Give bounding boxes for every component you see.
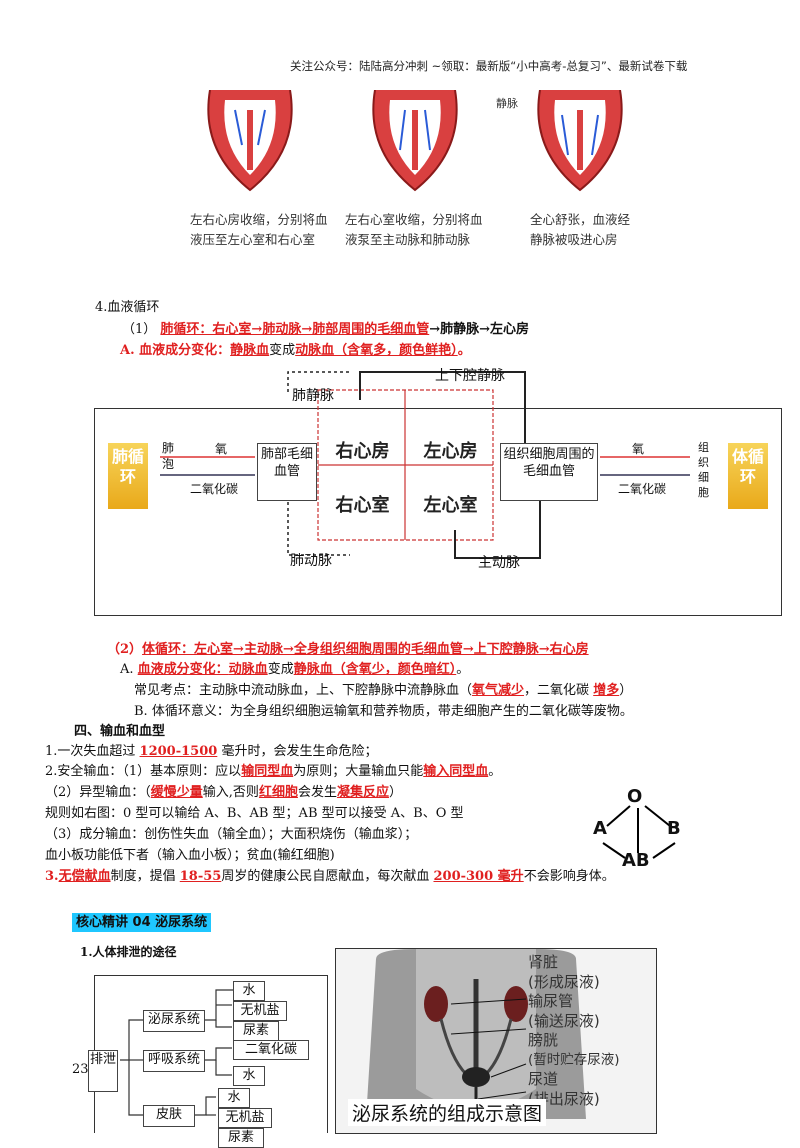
aorta-label: 主动脉	[478, 555, 520, 571]
systemic-change-line: A. 血液成分变化：动脉血变成静脉血（含氧少，颜色暗红）。	[120, 662, 470, 677]
pulmonary-badge: 肺循环	[108, 443, 148, 509]
abo-b: B	[667, 818, 681, 839]
abo-ab: AB	[622, 850, 650, 871]
tissue-capillaries-box: 组织细胞周围的毛细血管	[500, 443, 598, 501]
page-number: 23	[72, 1062, 89, 1077]
urinary-caption: 泌尿系统的组成示意图	[348, 1099, 547, 1126]
urinary-illustration: 肾脏 (形成尿液) 输尿管 (输送尿液) 膀胱 (暂时贮存尿液) 尿道 (排出尿…	[335, 948, 657, 1134]
circulation-diagram-lines	[160, 371, 690, 559]
urinary-system-box: 泌尿系统	[143, 1010, 205, 1032]
section-title: 4.血液循环	[95, 300, 160, 315]
page-header: 关注公众号：陆陆高分冲刺 ~领取：最新版“小中高考-总复习”、最新试卷下载	[290, 59, 688, 73]
pulmonary-circulation-line: （1） 肺循环：右心室→肺动脉→肺部周围的毛细血管→肺静脉→左心房	[122, 322, 530, 337]
component-line: （3）成分输血：创伤性失血（输全血）；大面积烧伤（输血浆）；	[45, 827, 418, 842]
left-ventricle: 左心室	[423, 495, 478, 516]
lung-capillaries-box: 肺部毛细血管	[257, 443, 317, 501]
alveoli-label: 肺泡	[162, 441, 175, 471]
urea-box-2: 尿素	[218, 1128, 264, 1148]
heart-3	[537, 90, 623, 192]
systemic-circulation-line: （2）体循环：左心室→主动脉→全身组织细胞周围的毛细血管→上下腔静脉→右心房	[107, 642, 589, 657]
heart-caption-2: 左右心室收缩，分别将血液泵至主动脉和肺动脉	[345, 212, 483, 247]
heart-illustrations	[207, 90, 623, 192]
co2-right-label: 二氧化碳	[618, 482, 667, 496]
platelet-line: 血小板功能低下者（输入血小板）；贫血(输红细胞)	[45, 848, 335, 863]
vein-label: 静脉	[496, 97, 518, 110]
systemic-badge: 体循环	[728, 443, 768, 509]
heart-1	[207, 90, 293, 192]
excretion-tree-lines	[120, 989, 234, 1116]
rule-line: 规则如右图：0 型可以输给 A、B、AB 型；AB 型可以接受 A、B、O 型	[45, 806, 464, 821]
blood-loss-line: 1.一次失血超过 1200-1500 毫升时，会发生生命危险；	[45, 744, 378, 759]
body-silhouette	[366, 949, 586, 1119]
pulmonary-artery-label: 肺动脉	[290, 553, 332, 569]
water-box-3: 水	[218, 1088, 250, 1108]
water-box-2: 水	[233, 1066, 265, 1086]
vena-cava-label: 上下腔静脉	[435, 368, 505, 384]
right-ventricle: 右心室	[335, 495, 390, 516]
pulmonary-change-line: A. 血液成分变化：静脉血变成动脉血（含氧多，颜色鲜艳）。	[120, 343, 471, 358]
pulmonary-vein-label: 肺静脉	[292, 388, 334, 404]
heart-2	[372, 90, 458, 192]
heterotype-line: （2）异型输血：（缓慢少量输入,否则红细胞会发生凝集反应）	[45, 785, 402, 800]
co2-left-label: 二氧化碳	[190, 482, 239, 496]
abo-a: A	[593, 818, 607, 839]
heart-caption-3: 全心舒张，血液经静脉被吸进心房	[530, 212, 631, 247]
oxygen-right-label: 氧	[632, 442, 645, 456]
tissue-cells-label: 组织细胞	[698, 441, 709, 499]
right-atrium: 右心房	[335, 441, 390, 462]
abo-o: O	[627, 786, 643, 807]
excretion-subtitle: 1.人体排泄的途径	[80, 945, 177, 959]
donation-line: 3.无偿献血制度，提倡 18-55周岁的健康公民自愿献血，每次献血 200-30…	[45, 869, 615, 884]
left-atrium: 左心房	[423, 441, 478, 462]
water-box-1: 水	[233, 981, 265, 1001]
urea-box-1: 尿素	[233, 1021, 279, 1041]
oxygen-left-label: 氧	[215, 442, 228, 456]
transfusion-title: 四、输血和血型	[74, 724, 166, 739]
salt-box-1: 无机盐	[233, 1001, 287, 1021]
co2-box: 二氧化碳	[233, 1040, 309, 1060]
circulation-diagram-frame	[94, 408, 782, 616]
skin-box: 皮肤	[143, 1105, 195, 1127]
heart-caption-1: 左右心房收缩，分别将血液压至左心室和右心室	[190, 212, 328, 247]
urinary-banner: 核心精讲 04 泌尿系统	[72, 911, 212, 932]
safe-transfusion-line: 2.安全输血：（1）基本原则：应以输同型血为原则；大量输血只能输入同型血。	[45, 764, 502, 779]
abo-diagram	[602, 805, 676, 859]
systemic-meaning-line: B. 体循环意义：为全身组织细胞运输氧和营养物质，带走细胞产生的二氧化碳等废物。	[134, 704, 633, 719]
salt-box-2: 无机盐	[218, 1108, 272, 1128]
common-points-line: 常见考点：主动脉中流动脉血，上、下腔静脉中流静脉血（氧气减少，二氧化碳 增多）	[134, 683, 633, 698]
respiratory-system-box: 呼吸系统	[143, 1050, 205, 1072]
excretion-root: 排泄	[88, 1050, 118, 1092]
urinary-organ-labels: 肾脏 (形成尿液) 输尿管 (输送尿液) 膀胱 (暂时贮存尿液) 尿道 (排出尿…	[528, 953, 620, 1108]
